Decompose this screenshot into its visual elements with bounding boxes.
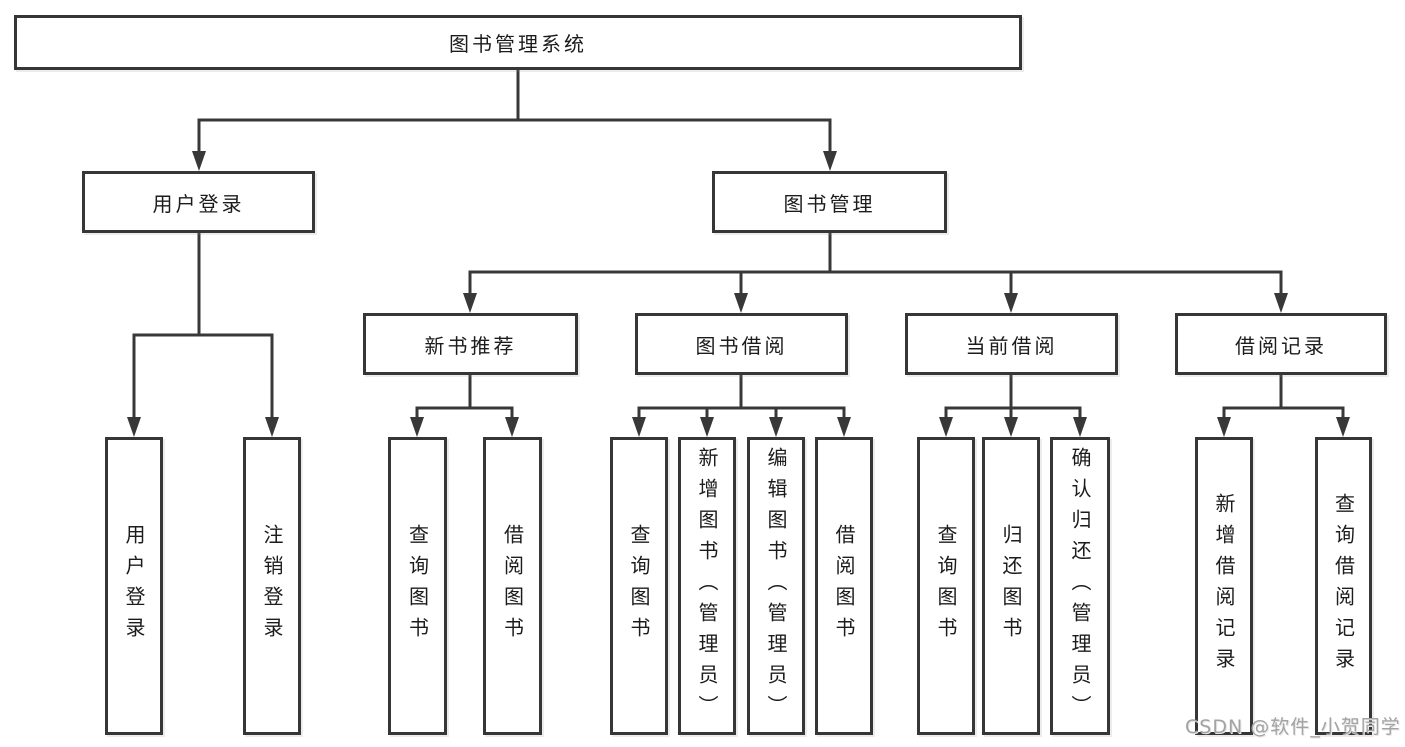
node-current-borrow-label: 当前借阅 xyxy=(965,333,1058,358)
node-book-borrow: 图书借阅 xyxy=(635,313,848,375)
leaf-current-query-book: 查询图书 xyxy=(917,437,975,735)
leaf-current-query-book-label: 查询图书 xyxy=(934,524,958,648)
leaf-user-login-label: 用户登录 xyxy=(122,524,146,648)
leaf-add-borrow-record-label: 新增借阅记录 xyxy=(1212,493,1236,679)
leaf-query-borrow-record-label: 查询借阅记录 xyxy=(1331,493,1356,679)
leaf-return-book: 归还图书 xyxy=(982,437,1040,735)
watermark: CSDN @软件_小贺同学 xyxy=(1185,716,1401,738)
leaf-logout: 注销登录 xyxy=(243,437,301,735)
leaf-borrow-query-book-label: 查询图书 xyxy=(627,524,651,648)
node-new-book-recommend: 新书推荐 xyxy=(363,313,578,375)
leaf-query-borrow-record: 查询借阅记录 xyxy=(1315,437,1372,735)
node-root: 图书管理系统 xyxy=(14,15,1022,70)
node-book-management: 图书管理 xyxy=(712,171,947,233)
leaf-edit-book-admin-label: 编辑图书（管理员） xyxy=(764,446,788,726)
leaf-confirm-return-admin: 确认归还（管理员） xyxy=(1050,437,1110,735)
node-user-login: 用户登录 xyxy=(82,171,315,233)
node-book-borrow-label: 图书借阅 xyxy=(695,333,788,358)
leaf-recommend-query-book: 查询图书 xyxy=(388,437,447,735)
leaf-borrow-query-book: 查询图书 xyxy=(610,437,668,735)
leaf-recommend-query-book-label: 查询图书 xyxy=(405,524,430,648)
leaf-logout-label: 注销登录 xyxy=(260,524,284,648)
leaf-recommend-borrow-book: 借阅图书 xyxy=(483,437,542,735)
node-borrow-records-label: 借阅记录 xyxy=(1235,333,1327,358)
leaf-borrow-book-label: 借阅图书 xyxy=(832,524,856,648)
node-current-borrow: 当前借阅 xyxy=(905,313,1118,375)
leaf-edit-book-admin: 编辑图书（管理员） xyxy=(747,437,805,735)
leaf-add-book-admin-label: 新增图书（管理员） xyxy=(695,446,719,726)
leaf-add-book-admin: 新增图书（管理员） xyxy=(678,437,736,735)
leaf-confirm-return-admin-label: 确认归还（管理员） xyxy=(1068,446,1092,726)
leaf-return-book-label: 归还图书 xyxy=(999,524,1023,648)
node-borrow-records: 借阅记录 xyxy=(1175,313,1387,375)
leaf-user-login: 用户登录 xyxy=(105,437,163,735)
node-user-login-label: 用户登录 xyxy=(152,191,245,216)
node-root-label: 图书管理系统 xyxy=(449,32,587,56)
node-book-management-label: 图书管理 xyxy=(783,191,876,216)
leaf-add-borrow-record: 新增借阅记录 xyxy=(1195,437,1253,735)
node-new-book-recommend-label: 新书推荐 xyxy=(424,333,517,358)
leaf-recommend-borrow-book-label: 借阅图书 xyxy=(500,524,525,648)
leaf-borrow-book: 借阅图书 xyxy=(815,437,873,735)
